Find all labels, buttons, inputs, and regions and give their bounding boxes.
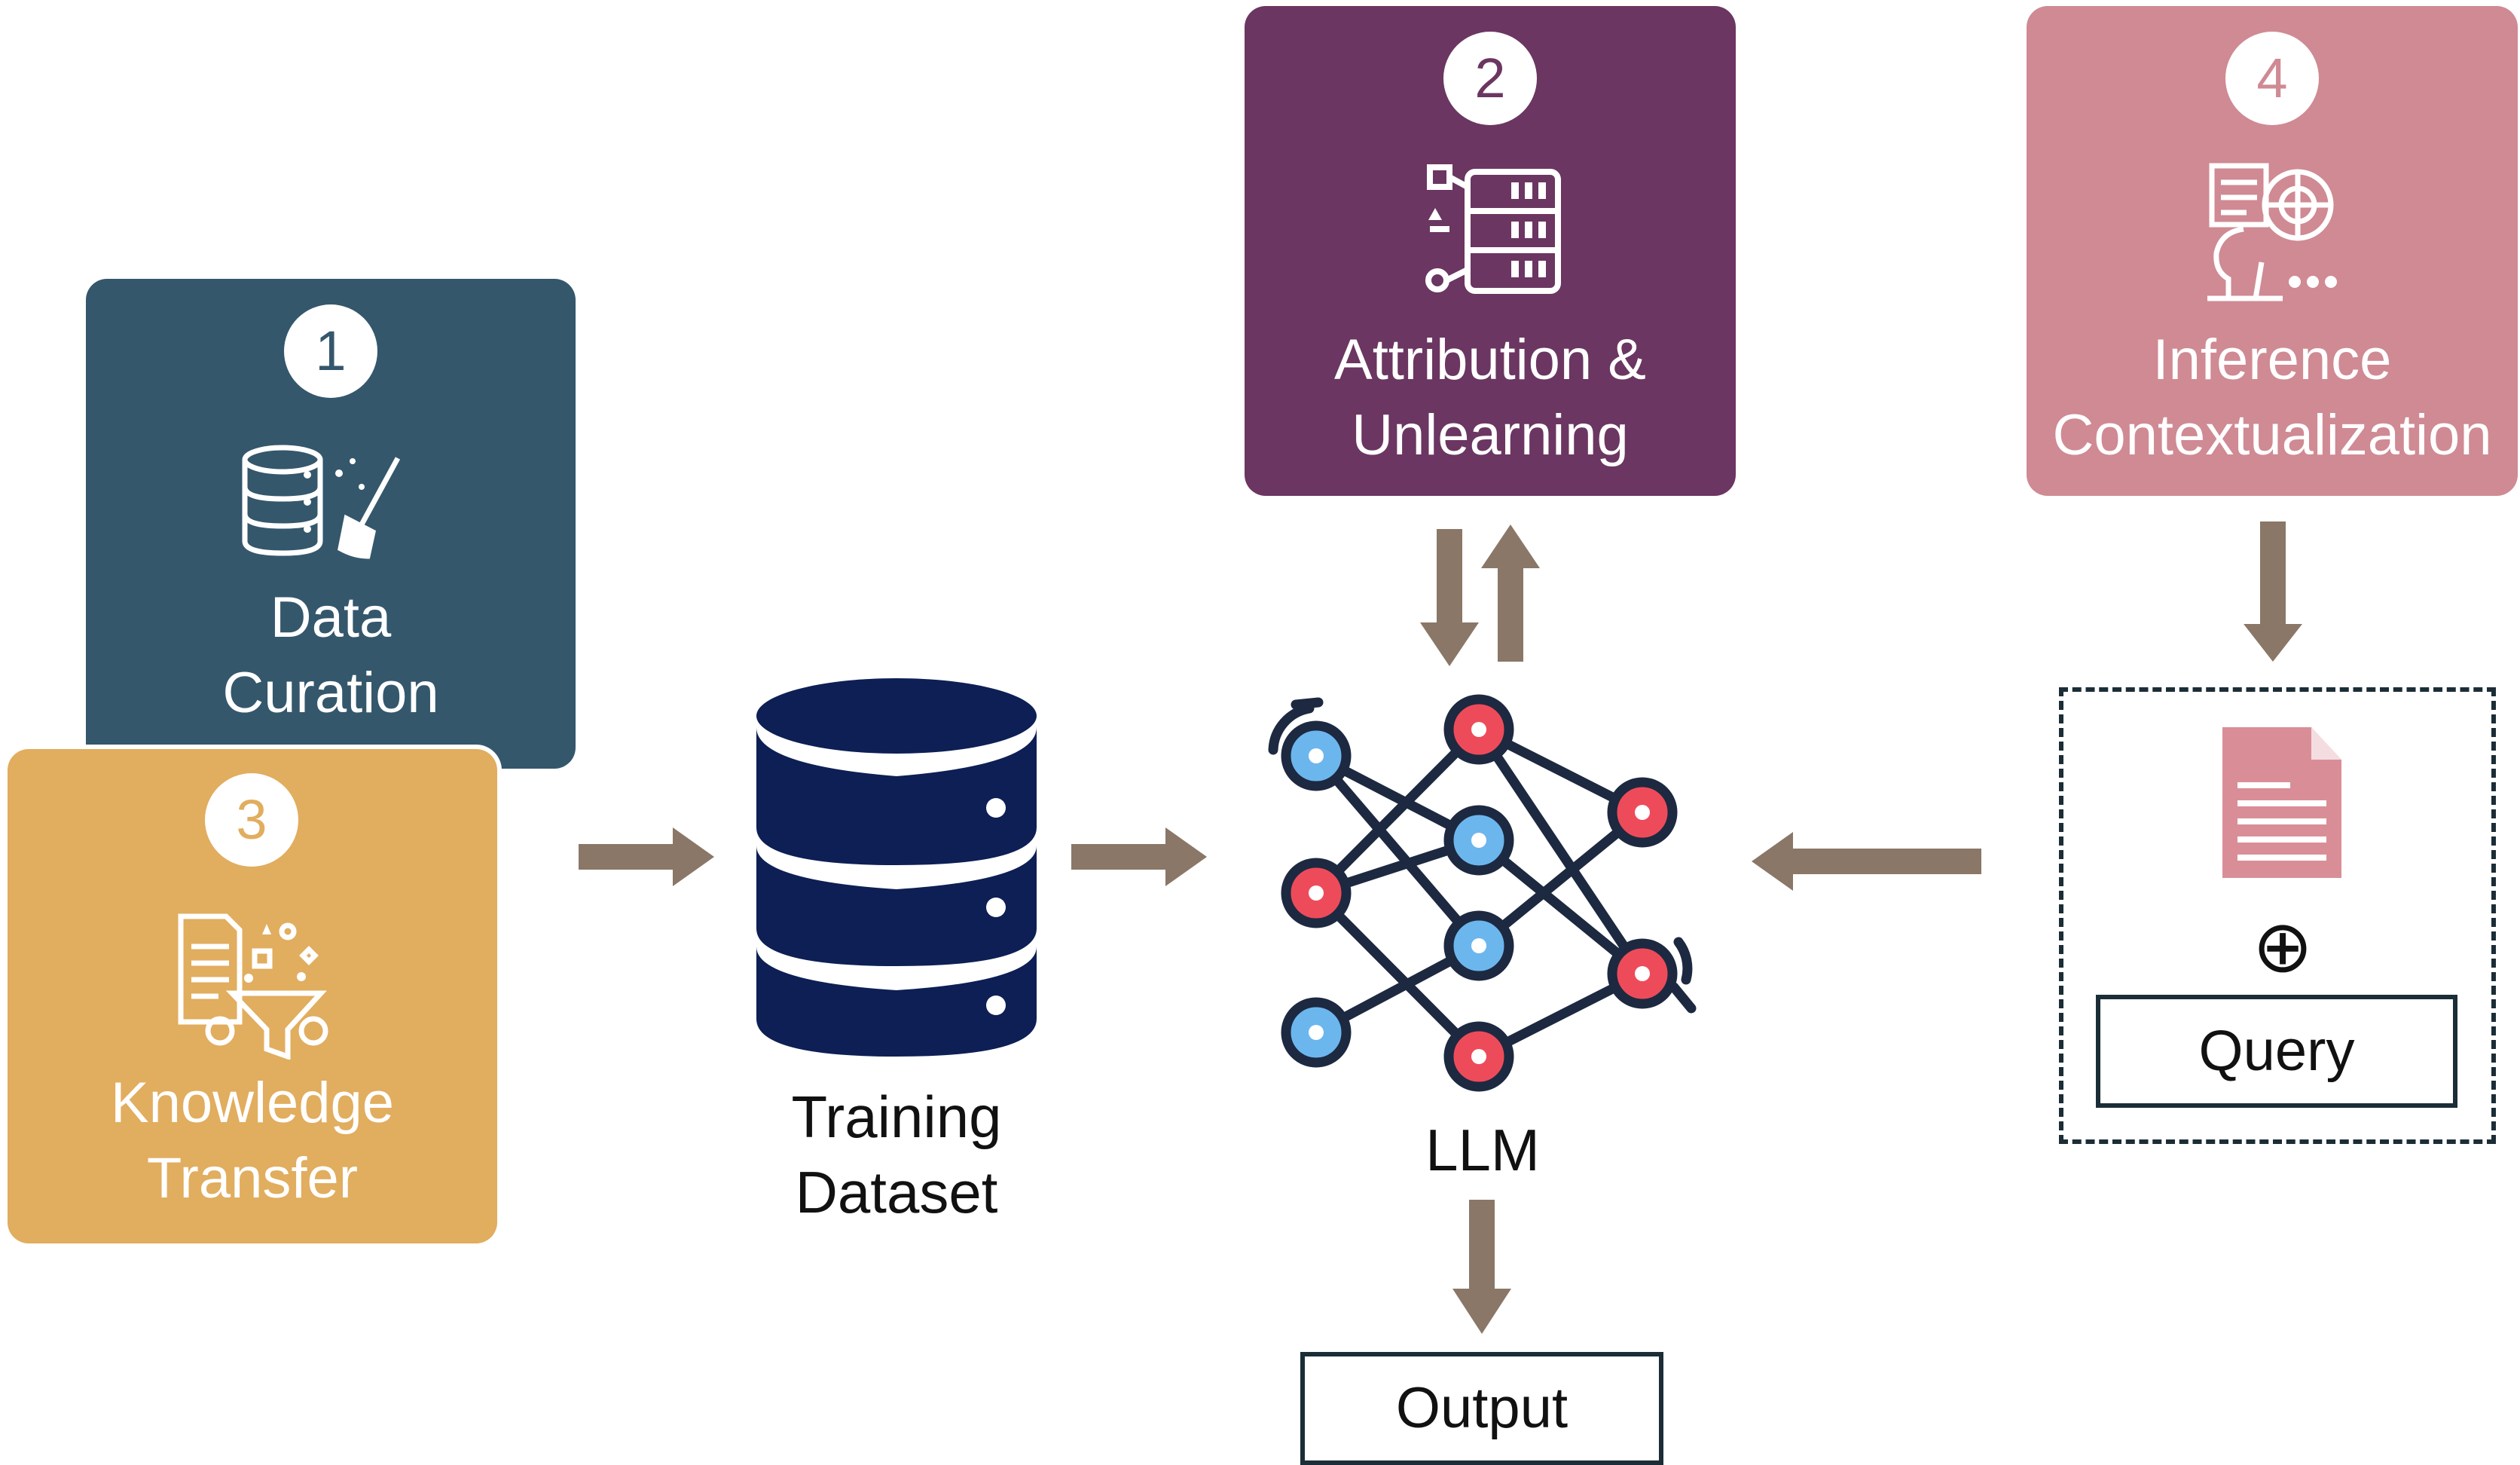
step-number-badge: 2 [1443, 32, 1537, 125]
arrow-attribution-to-llm [1420, 529, 1479, 666]
arrow-contextualization-to-query [2244, 521, 2302, 662]
document-icon [2222, 727, 2341, 878]
output-box: Output [1300, 1352, 1663, 1465]
flow-arrows [579, 521, 2302, 1334]
llm-label: LLM [1425, 1117, 1540, 1183]
step-title: Attribution & Unlearning [1334, 328, 1646, 467]
combine-symbol: ⊕ [2252, 907, 2314, 987]
training-dataset-label: Training Dataset [791, 1084, 1002, 1225]
step-number-badge: 3 [205, 773, 298, 867]
arrow-context-to-llm [1752, 832, 1981, 891]
arrow-cards-to-dataset [579, 827, 714, 886]
document-funnel-icon [178, 913, 328, 1060]
step-title: Knowledge Transfer [110, 1071, 395, 1210]
step-card-knowledge-transfer: 3 Knowledge Transfer [8, 749, 497, 1243]
data-server-icon [1425, 164, 1561, 294]
step-title: Inference Contextualization [2052, 328, 2492, 467]
arrow-llm-to-output [1452, 1200, 1511, 1334]
query-box: Query [2096, 995, 2457, 1108]
step-number-badge: 1 [284, 304, 377, 398]
database-broom-icon [242, 445, 401, 559]
arrow-dataset-to-llm [1071, 827, 1207, 886]
step-number-badge: 4 [2225, 32, 2319, 125]
arrow-llm-to-attribution [1481, 525, 1540, 662]
step-card-inference-contextualization: 4 Inference Contextualization [2027, 6, 2518, 496]
query-context-panel [2059, 687, 2496, 1144]
neural-network-icon [1268, 694, 1697, 1092]
head-gear-icon [2207, 163, 2337, 301]
step-card-data-curation: 1 Data Curation [86, 279, 576, 769]
step-card-attribution-unlearning: 2 Attribution & Unlearning [1245, 6, 1736, 496]
database-icon [756, 678, 1037, 1057]
step-title: Data Curation [222, 586, 439, 725]
